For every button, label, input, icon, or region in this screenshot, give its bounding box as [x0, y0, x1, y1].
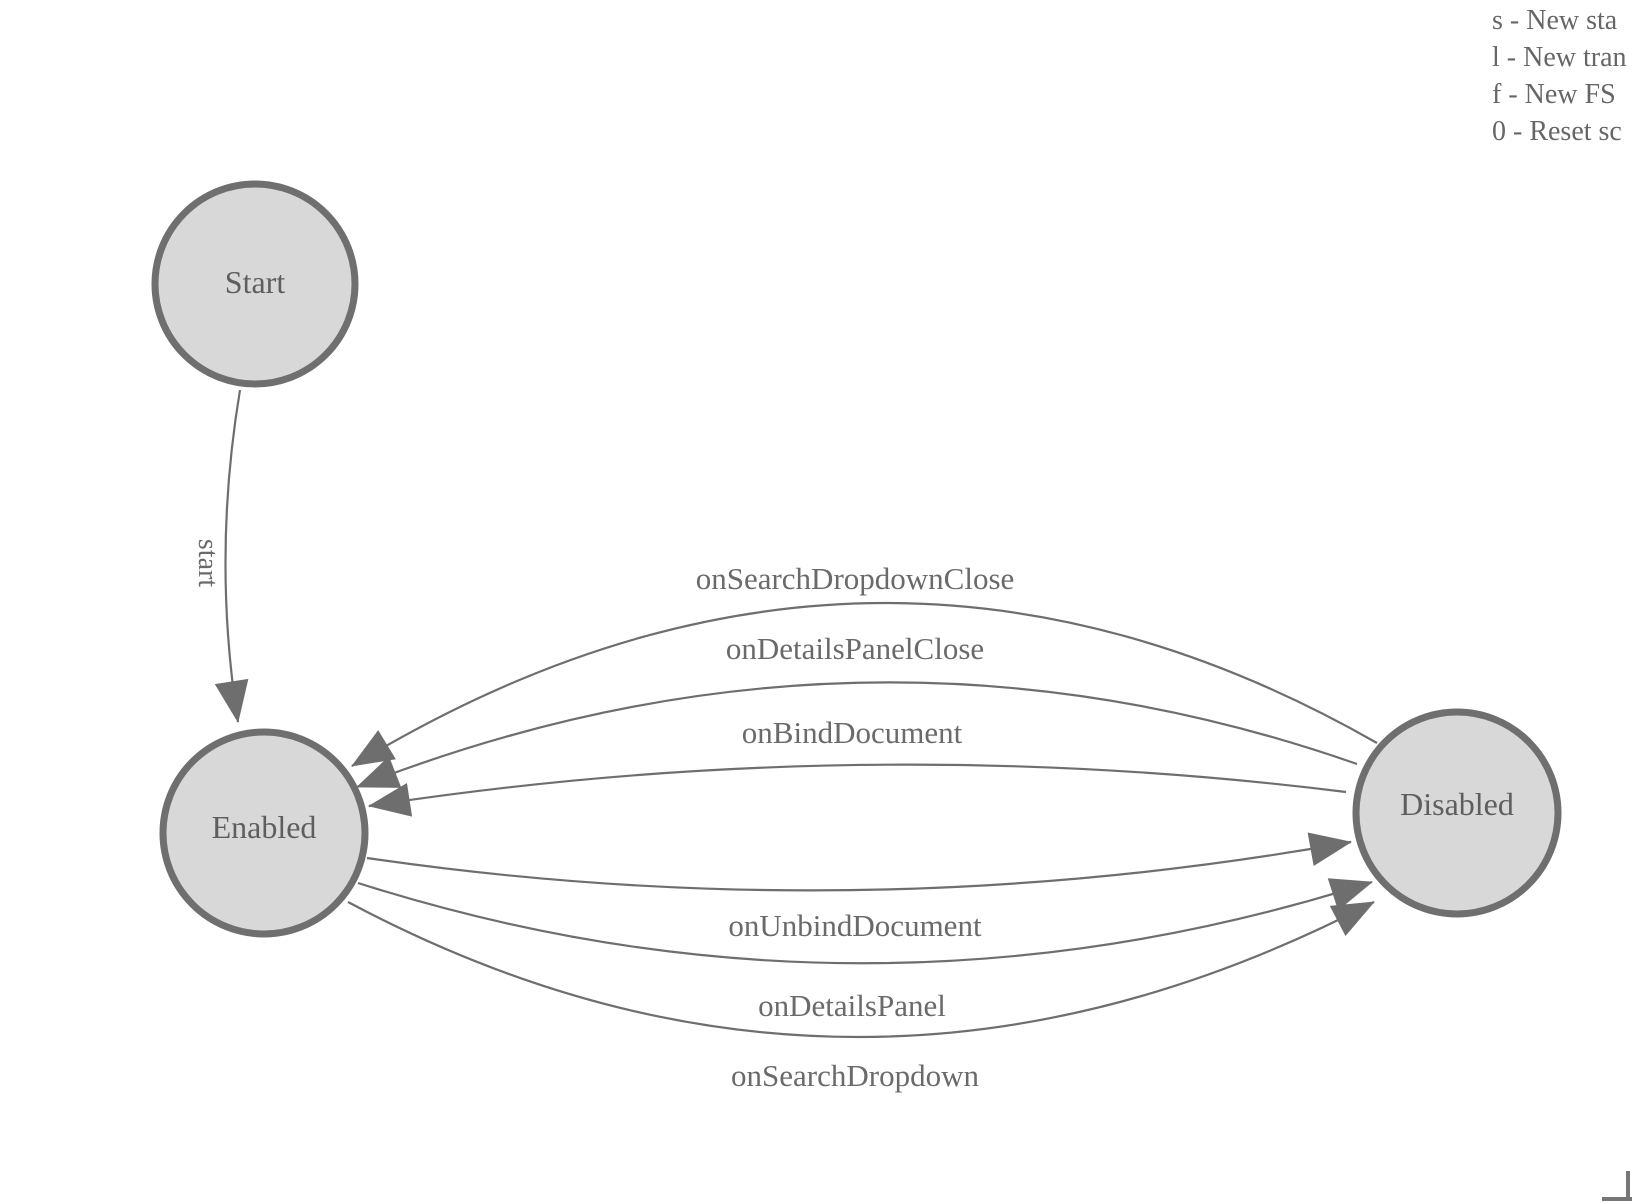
enabled-state-circle[interactable] [159, 728, 369, 938]
edge-label-onUnbindDocument[interactable]: onUnbindDocument [728, 908, 982, 943]
legend-line-reset-scene: 0 - Reset sc [1492, 116, 1622, 147]
shortcut-legend: s - New sta l - New tran f - New FS 0 - … [1492, 2, 1627, 150]
state-node-enabled[interactable]: Enabled [159, 728, 369, 938]
start-state-circle[interactable] [151, 180, 359, 388]
state-node-disabled[interactable]: Disabled [1352, 708, 1562, 918]
disabled-state-label: Disabled [1400, 786, 1514, 822]
edge-label-onDetailsPanelClose[interactable]: onDetailsPanelClose [726, 631, 984, 666]
start-state-label: Start [225, 264, 286, 300]
edge-label-onDetailsPanel[interactable]: onDetailsPanel [758, 988, 946, 1023]
offscreen-corner-horizontal-bar [1602, 1197, 1632, 1201]
edge-onUnbindDocument[interactable] [366, 832, 1352, 892]
enabled-state-label: Enabled [212, 809, 317, 845]
edge-label-start[interactable]: start [192, 539, 223, 587]
legend-line-new-fsm: f - New FS [1492, 79, 1616, 110]
edge-label-onSearchDropdownClose[interactable]: onSearchDropdownClose [696, 561, 1015, 596]
edge-onSearchDropdown[interactable] [347, 901, 1375, 1039]
edge-onDetailsPanel[interactable] [357, 878, 1373, 965]
edge-onSearchDropdownClose[interactable] [351, 601, 1378, 767]
edge-label-onSearchDropdown[interactable]: onSearchDropdown [731, 1058, 979, 1093]
state-node-start[interactable]: Start [151, 180, 359, 388]
edge-onDetailsPanelClose[interactable] [356, 681, 1358, 789]
offscreen-corner-vertical-bar [1626, 1171, 1630, 1201]
edge-label-onBindDocument[interactable]: onBindDocument [742, 715, 963, 750]
edge-onBindDocument[interactable] [368, 763, 1347, 817]
legend-line-new-state: s - New sta [1492, 5, 1618, 36]
edge-start[interactable] [214, 389, 249, 723]
offscreen-element-corner [1602, 1171, 1632, 1201]
disabled-state-circle[interactable] [1352, 708, 1562, 918]
legend-line-new-transition: l - New tran [1492, 42, 1627, 73]
